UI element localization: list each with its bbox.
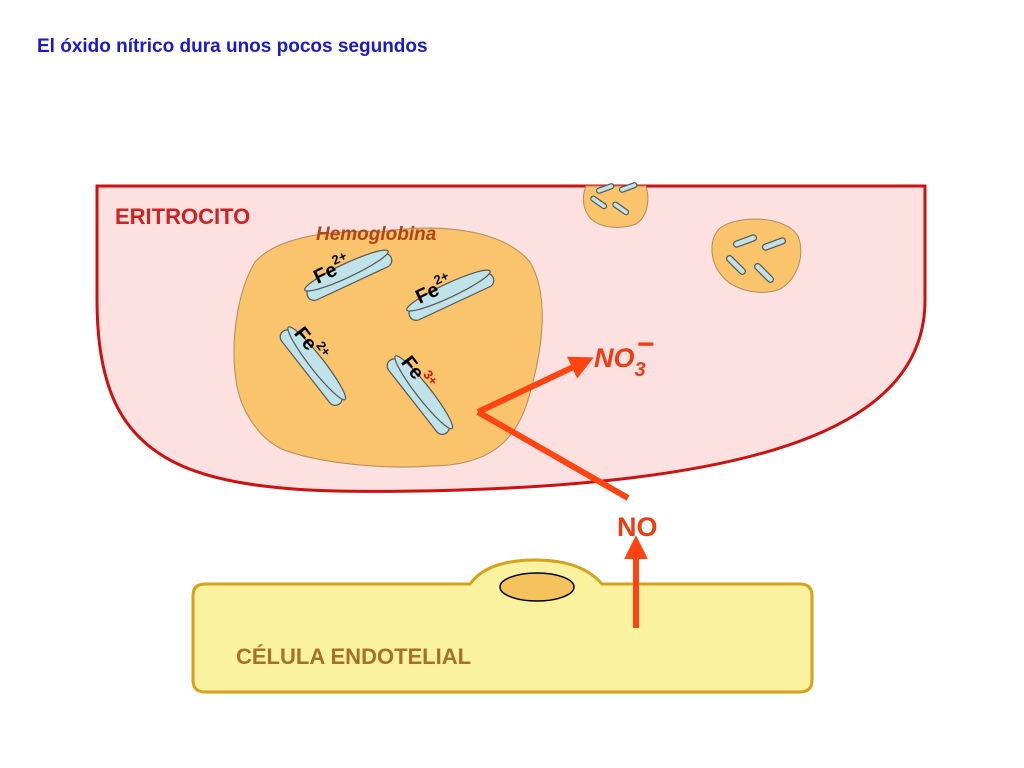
- heme-1-charge: 2+: [329, 248, 349, 268]
- slide-title: El óxido nítrico dura unos pocos segundo…: [37, 36, 428, 57]
- small-hemoglobin-top: [582, 182, 649, 228]
- endothelial-cell: [191, 558, 814, 694]
- nitric-oxide-label: NO: [617, 512, 658, 542]
- nitrate-label: NO3 −: [594, 328, 655, 381]
- endothelial-nucleus: [499, 572, 575, 602]
- heme-group-1: Fe2+: [304, 248, 393, 301]
- endothelial-label: CÉLULA ENDOTELIAL: [236, 644, 471, 669]
- nitrate-subscript: 3: [635, 359, 646, 381]
- hemoglobin-label: Hemoglobina: [316, 224, 437, 245]
- svg-text:NO3: NO3: [594, 343, 646, 381]
- nitrate-charge: −: [637, 328, 655, 361]
- nitrate-base: NO: [594, 343, 635, 373]
- small-hemoglobin-right: [711, 218, 802, 293]
- nitrate-arrow: [476, 356, 594, 415]
- heme-group-2: Fe2+: [406, 268, 495, 321]
- erythrocyte-label: ERITROCITO: [115, 204, 250, 229]
- no-path-to-heme: [476, 409, 630, 501]
- heme-2-charge: 2+: [431, 268, 451, 288]
